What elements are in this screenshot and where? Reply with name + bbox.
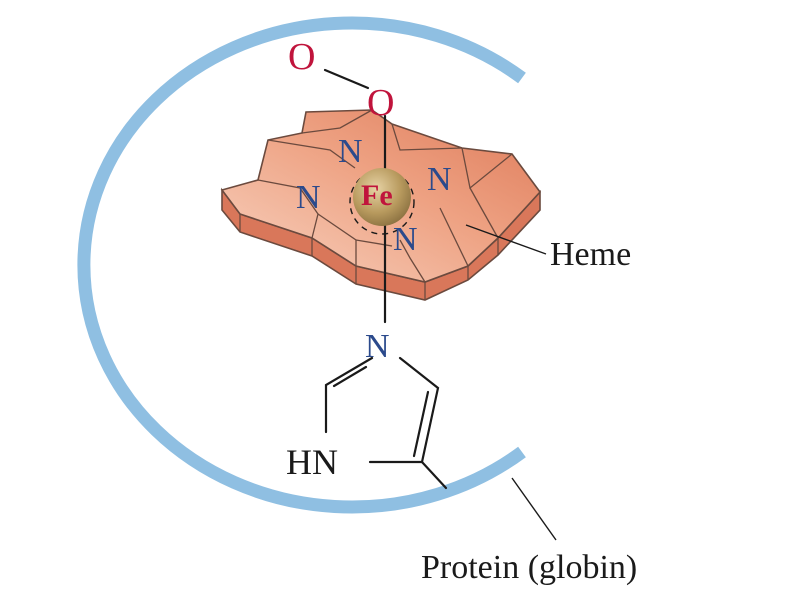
oxygen-outer-label: O (288, 36, 315, 78)
iron-sphere (353, 168, 411, 226)
heme-ring-lines (239, 109, 513, 300)
globin-arc (77, 16, 526, 514)
nitrogen-top-label: N (338, 133, 363, 170)
iron-coordination-ring (349, 169, 415, 235)
histidine-nh-label: HN (286, 442, 338, 482)
nitrogen-bottom-label: N (393, 221, 418, 258)
heme-leader-line (465, 224, 547, 255)
nitrogen-right-label: N (427, 161, 452, 198)
protein-leader-line (511, 477, 557, 541)
histidine-nitrogen-label: N (365, 328, 390, 365)
heme-label: Heme (550, 236, 631, 273)
nitrogen-left-label: N (296, 179, 321, 216)
oxygen-inner-label: O (367, 82, 394, 124)
protein-label: Protein (globin) (421, 549, 637, 586)
o-o-bond (323, 68, 370, 90)
iron-label: Fe (361, 179, 393, 212)
histidine-ring (324, 356, 448, 490)
